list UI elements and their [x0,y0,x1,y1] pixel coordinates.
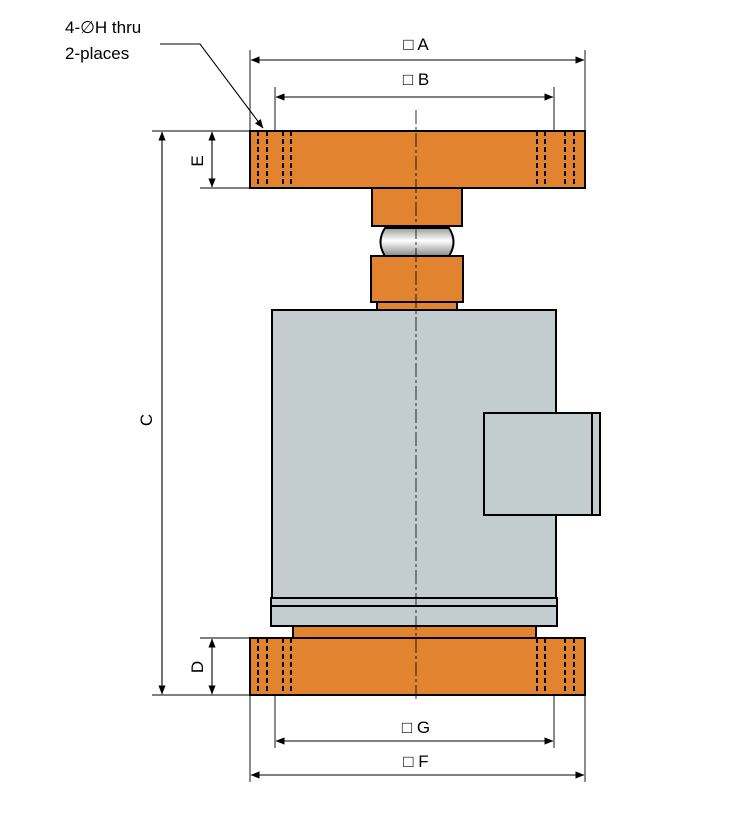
hole-callout-line1: 4-∅H thru [65,18,141,37]
load-block-neck [376,301,458,311]
dim-f-label: □ F [403,752,428,771]
extension-lines-left [152,130,249,696]
top-plate-hole-left [257,131,292,188]
lower-load-block [370,255,464,303]
base-ring-upper [270,597,558,607]
bottom-spacer [292,625,537,639]
base-ring-lower [270,605,558,627]
extension-lines-bottom [249,696,586,782]
top-plate-hole-right [536,131,575,188]
hole-callout-line2: 2-places [65,44,129,63]
cable-connector-cap [591,412,601,516]
dim-a-label: □ A [403,35,429,54]
bottom-flange-plate [249,637,586,696]
load-ball [379,227,455,257]
dim-d-label: D [188,661,207,673]
dim-b-label: □ B [403,70,429,89]
dim-c-label: C [137,414,156,426]
bottom-plate-hole-right [536,638,575,695]
top-flange-plate [249,130,586,189]
dim-e-label: E [188,155,207,166]
dim-g-label: □ G [402,718,430,737]
cable-connector [483,412,593,516]
upper-load-block [371,187,463,227]
extension-lines-top [249,50,586,130]
hole-callout-leader [160,43,264,129]
bottom-plate-hole-left [257,638,292,695]
